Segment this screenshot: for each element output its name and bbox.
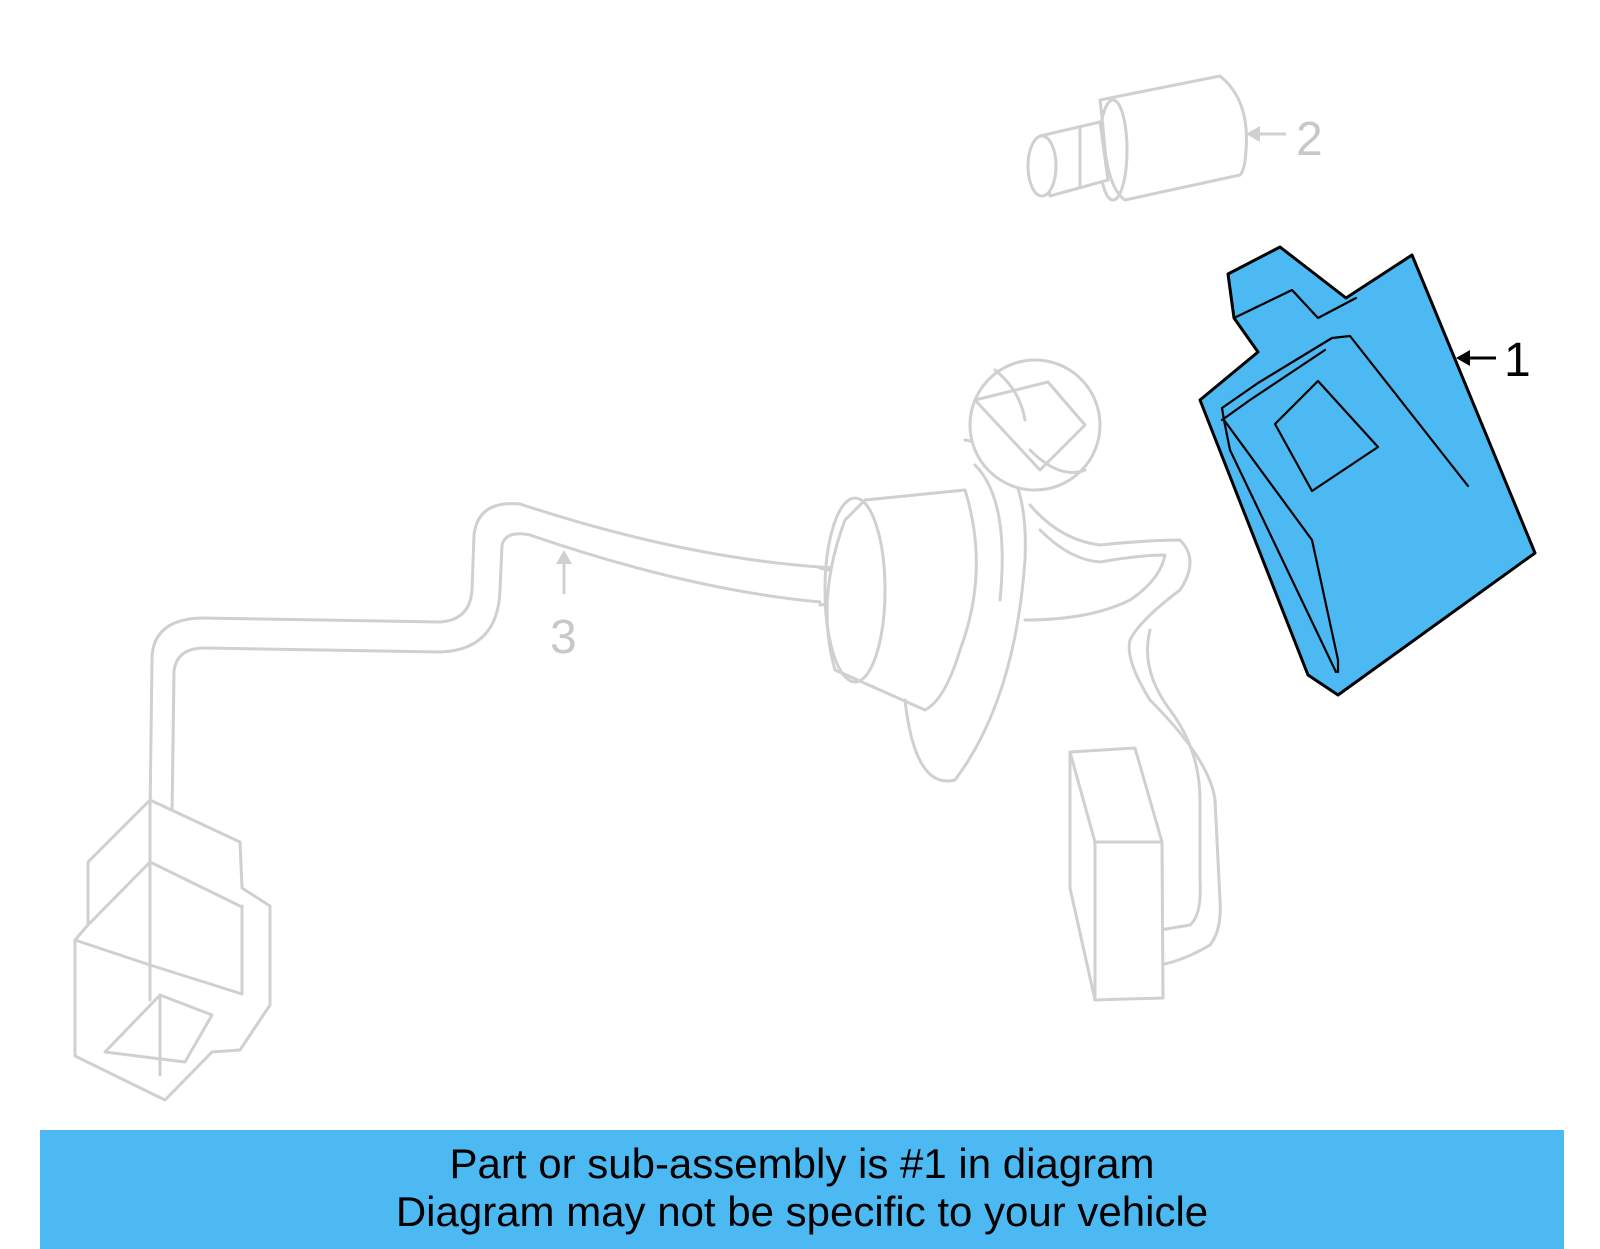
callout-3-label: 3 [550, 611, 577, 664]
part-2-socket [1026, 74, 1248, 202]
callout-3: 3 [550, 550, 577, 664]
callout-2-label: 2 [1296, 113, 1323, 166]
callout-2: 2 [1246, 113, 1323, 166]
callout-1-label: 1 [1504, 334, 1531, 387]
banner-line-1: Part or sub-assembly is #1 in diagram [449, 1140, 1155, 1187]
callout-1: 1 [1456, 334, 1531, 387]
part-1-module [1198, 245, 1537, 697]
info-banner: Part or sub-assembly is #1 in diagram Di… [40, 1130, 1564, 1249]
part-3-harness [73, 358, 1222, 1102]
banner-line-2: Diagram may not be specific to your vehi… [395, 1188, 1209, 1235]
